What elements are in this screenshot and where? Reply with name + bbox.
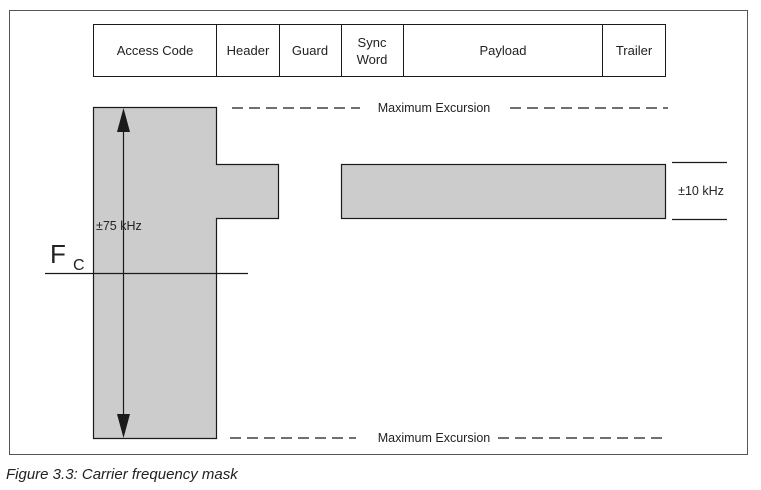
- field-header-label: Header: [227, 43, 270, 58]
- field-sync-word-box: [341, 24, 404, 77]
- carrier-frequency-subscript: C: [73, 257, 85, 274]
- field-trailer-box: [602, 24, 666, 77]
- diagram-border: [9, 10, 748, 455]
- field-payload-box: [403, 24, 603, 77]
- large-deviation-label: ±75 kHz: [96, 219, 142, 233]
- small-deviation-label: ±10 kHz: [678, 184, 724, 198]
- payload-mask: [340, 163, 667, 220]
- field-sync-word-label-line1: Sync: [358, 35, 387, 50]
- large-deviation-arrow-up-icon: [117, 108, 130, 132]
- max-excursion-lines: [230, 107, 668, 439]
- max-excursion-top-label: Maximum Excursion: [378, 101, 491, 115]
- field-guard-label: Guard: [292, 43, 328, 58]
- field-sync-word-label-line2: Word: [357, 52, 388, 67]
- large-deviation-arrow-down-icon: [117, 414, 130, 438]
- figure-caption: Figure 3.3: Carrier frequency mask: [6, 466, 238, 483]
- field-header-box: [216, 24, 280, 77]
- field-trailer-label: Trailer: [616, 43, 653, 58]
- field-payload-label: Payload: [480, 43, 527, 58]
- max-excursion-bottom-label: Maximum Excursion: [378, 431, 491, 445]
- carrier-frequency-letter: F: [50, 239, 66, 269]
- field-access-code-label: Access Code: [117, 43, 194, 58]
- packet-structure: Access Code Header Guard Sync Word Paylo…: [93, 24, 666, 77]
- field-access-code-box: [93, 24, 217, 77]
